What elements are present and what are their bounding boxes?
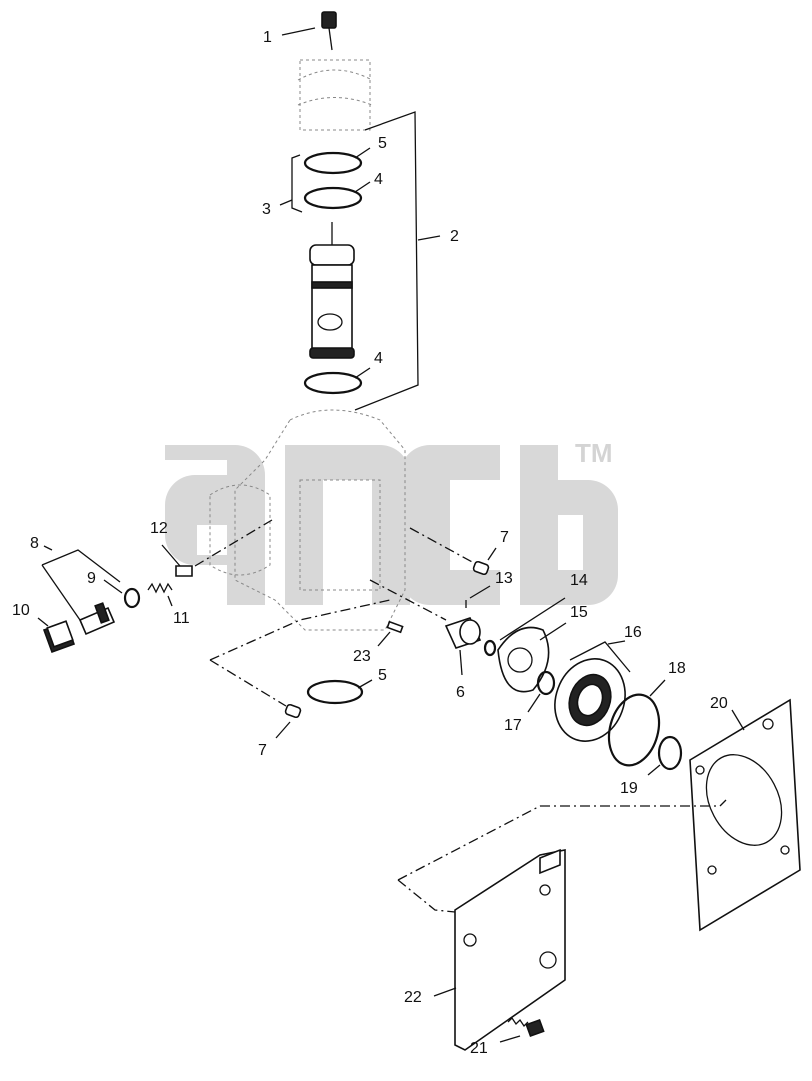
callout-3: 3 bbox=[262, 201, 271, 218]
callout-20: 20 bbox=[710, 695, 728, 712]
callout-21: 21 bbox=[470, 1040, 488, 1057]
callout-labels: 1 5 4 3 2 4 12 7 8 13 9 14 15 10 11 16 2… bbox=[12, 29, 728, 1057]
part-20-gasket bbox=[540, 698, 801, 932]
callout-11: 11 bbox=[173, 610, 190, 627]
pump-housing-outline bbox=[209, 59, 406, 631]
callout-15: 15 bbox=[570, 604, 588, 621]
part-11-spring bbox=[147, 582, 173, 607]
callout-1: 1 bbox=[263, 29, 272, 46]
callout-2: 2 bbox=[450, 228, 459, 245]
callout-12: 12 bbox=[150, 520, 168, 537]
callout-17: 17 bbox=[504, 717, 522, 734]
callout-19: 19 bbox=[620, 780, 638, 797]
part-6-bushing bbox=[369, 579, 482, 676]
part-7-plug-left bbox=[209, 599, 391, 739]
part-12-poppet bbox=[161, 519, 273, 577]
callout-8: 8 bbox=[30, 535, 39, 552]
o-ring-5-top bbox=[303, 147, 371, 175]
part-1-nut bbox=[281, 11, 337, 51]
callout-7-left: 7 bbox=[258, 742, 267, 759]
watermark-logo: TM bbox=[165, 438, 618, 605]
part-10-cap bbox=[37, 617, 76, 654]
part-14-o-ring bbox=[483, 597, 566, 657]
part-17-ring bbox=[527, 670, 556, 713]
part-19-o-ring bbox=[647, 735, 683, 776]
part-7-plug-right bbox=[409, 527, 497, 576]
callout-13: 13 bbox=[495, 570, 513, 587]
callout-23: 23 bbox=[353, 648, 371, 665]
callout-6: 6 bbox=[456, 684, 465, 701]
part-8-valve-body bbox=[41, 545, 121, 636]
part-13-pin bbox=[465, 585, 491, 608]
part-16-bearing bbox=[554, 640, 631, 742]
callout-10: 10 bbox=[12, 602, 30, 619]
part-2-cylinder bbox=[309, 111, 441, 411]
callout-7-right: 7 bbox=[500, 529, 509, 546]
o-ring-4-bottom bbox=[303, 367, 371, 395]
part-21-bolt bbox=[499, 1016, 545, 1043]
part-18-o-ring bbox=[607, 679, 666, 767]
part-15-gear-plate bbox=[497, 622, 567, 693]
part-23-dowel bbox=[377, 620, 404, 647]
o-ring-5-bottom bbox=[306, 679, 373, 705]
callout-5-top: 5 bbox=[378, 135, 387, 152]
watermark-trademark: TM bbox=[575, 438, 613, 468]
part-22-cover-plate bbox=[397, 805, 566, 1051]
callout-4-bottom: 4 bbox=[374, 350, 383, 367]
callout-18: 18 bbox=[668, 660, 686, 677]
callout-9: 9 bbox=[87, 570, 96, 587]
callout-22: 22 bbox=[404, 989, 422, 1006]
callout-5-bottom: 5 bbox=[378, 667, 387, 684]
o-ring-4-top bbox=[279, 154, 371, 213]
callout-14: 14 bbox=[570, 572, 588, 589]
callout-16: 16 bbox=[624, 624, 642, 641]
callout-4-top: 4 bbox=[374, 171, 383, 188]
part-9-o-ring bbox=[103, 579, 141, 609]
